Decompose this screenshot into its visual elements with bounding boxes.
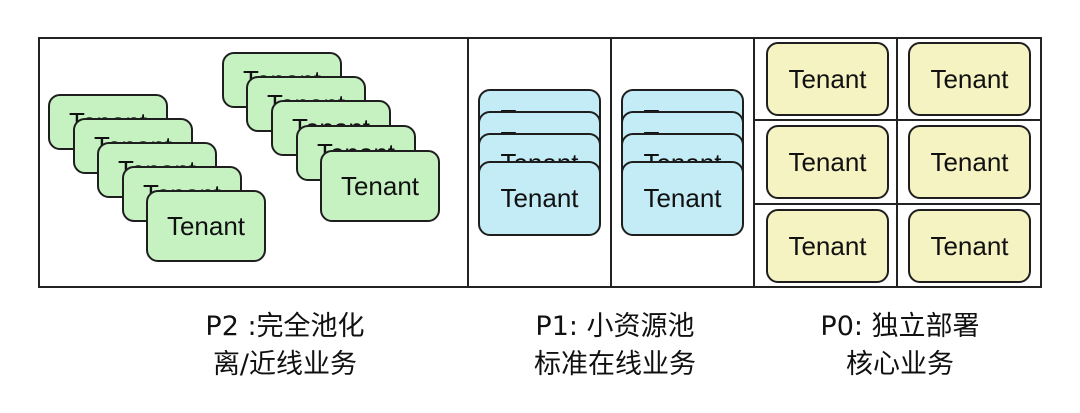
caption-p0-title: P0: 独立部署 (820, 311, 980, 342)
caption-p0-subtitle: 核心业务 (846, 349, 954, 380)
caption-p2-subtitle: 离/近线业务 (212, 349, 358, 380)
tenant-card: Tenant (766, 209, 889, 283)
section-divider-p2-p1 (467, 37, 469, 288)
caption-p1: P1: 小资源池 标准在线业务 (470, 308, 760, 384)
tenant-card: Tenant (908, 42, 1031, 116)
tenant-card: Tenant (766, 125, 889, 199)
p0-grid-line (753, 119, 1042, 121)
tenant-card: Tenant (908, 125, 1031, 199)
tenant-card: Tenant (766, 42, 889, 116)
section-divider-p1-p0 (753, 37, 755, 288)
tenant-card: Tenant (320, 150, 440, 222)
section-divider-p1-pools (610, 37, 612, 288)
p0-grid-line (896, 37, 898, 288)
tenant-card: Tenant (621, 161, 744, 236)
caption-p2: P2 :完全池化 离/近线业务 (140, 308, 430, 384)
diagram-frame (38, 37, 1042, 288)
caption-p2-title: P2 :完全池化 (205, 311, 365, 342)
tenant-card: Tenant (478, 161, 601, 236)
caption-p0: P0: 独立部署 核心业务 (760, 308, 1040, 384)
tenant-card: Tenant (908, 209, 1031, 283)
tenant-card: Tenant (146, 190, 266, 262)
p0-grid-line (753, 203, 1042, 205)
caption-p1-title: P1: 小资源池 (535, 311, 695, 342)
caption-p1-subtitle: 标准在线业务 (534, 349, 696, 380)
